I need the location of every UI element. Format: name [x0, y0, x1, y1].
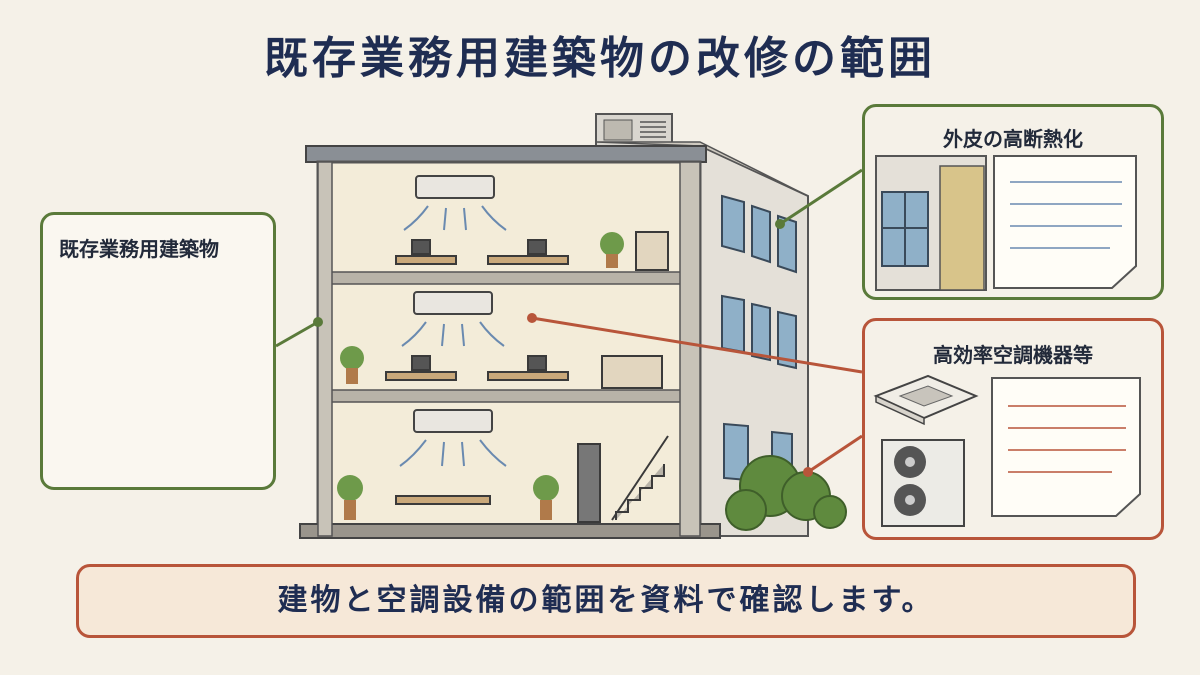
ceiling-ac-units	[413, 175, 495, 433]
potted-plants	[337, 232, 624, 520]
callout-existing-building: 既存業務用建築物	[40, 212, 276, 490]
callout-label-hvac-equipment: 高効率空調機器等	[933, 343, 1093, 367]
insulation-wall-illustration	[875, 155, 987, 291]
callout-label-existing-building: 既存業務用建築物	[59, 237, 219, 261]
callout-label-envelope-insulation: 外皮の高断熱化	[943, 127, 1083, 151]
outdoor-unit-illustration	[881, 439, 965, 527]
summary-banner: 建物と空調設備の範囲を資料で確認します。	[76, 564, 1136, 638]
note-card-bottom-right	[991, 377, 1141, 517]
callout-hvac-equipment: 高効率空調機器等	[862, 318, 1164, 540]
callout-connectors	[275, 168, 863, 477]
cassette-ac-illustration	[873, 374, 979, 426]
rooftop-unit	[595, 113, 673, 147]
callout-envelope-insulation: 外皮の高断熱化	[862, 104, 1164, 300]
page-title: 既存業務用建築物の改修の範囲	[264, 33, 936, 84]
building-cutaway	[299, 145, 721, 539]
note-card-top-right	[993, 155, 1137, 289]
airflow-lines	[399, 205, 507, 467]
office-furniture	[385, 231, 669, 523]
shrub	[725, 455, 847, 531]
